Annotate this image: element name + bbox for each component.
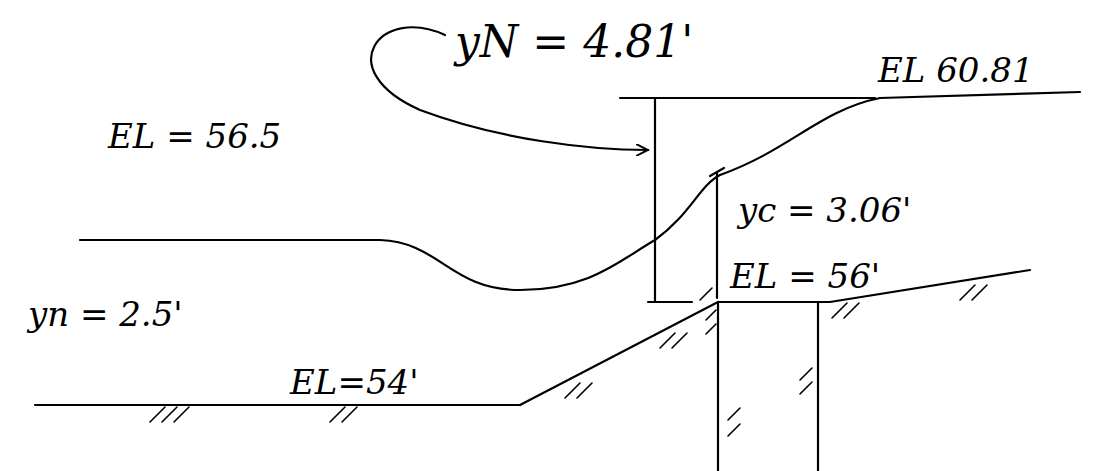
dimension-line	[654, 98, 656, 302]
water-surface	[80, 92, 1080, 290]
depth-label: yN = 4.81'	[455, 18, 693, 66]
dimension-line	[716, 172, 718, 298]
reference-line	[620, 97, 875, 99]
elevation-label: EL = 56.5	[108, 118, 281, 155]
elevation-label: EL 60.81	[878, 52, 1034, 89]
weir-block	[718, 270, 1030, 471]
depth-label: yn = 2.5'	[28, 296, 183, 333]
elevation-label: EL = 56'	[730, 258, 880, 295]
depth-label: yc = 3.06'	[738, 192, 911, 229]
channel-bed	[35, 404, 520, 406]
elevation-label: EL=54'	[290, 364, 419, 401]
